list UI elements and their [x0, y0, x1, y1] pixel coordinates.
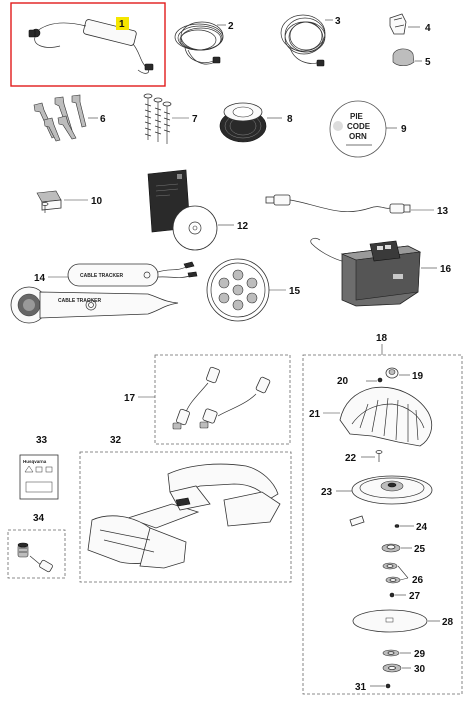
label-7: 7 [192, 114, 198, 125]
label-33: 33 [36, 435, 48, 446]
badge-text-2: CODE [347, 122, 371, 131]
label-1: 1 [119, 19, 125, 30]
tracker-brand-1: CABLE TRACKER [80, 273, 123, 279]
part-15-template[interactable]: 15 [206, 258, 301, 322]
peg-icon [33, 94, 87, 142]
tracker-brand-2: CABLE TRACKER [58, 298, 101, 304]
label-sheet-icon [19, 454, 59, 500]
coupler-icon [392, 48, 415, 67]
part-34-fastener[interactable]: 34 [7, 513, 66, 579]
label-5: 5 [425, 57, 431, 68]
highlight-frame [10, 2, 166, 87]
power-supply-icon [83, 19, 137, 46]
label-31: 31 [355, 682, 367, 693]
label-26: 26 [412, 575, 424, 586]
label-17: 17 [124, 393, 136, 404]
part-6-pegs[interactable]: 6 [33, 94, 106, 142]
body-cover-icon [87, 463, 281, 569]
label-19: 19 [412, 371, 424, 382]
part-1-power-supply[interactable]: 1 [10, 2, 166, 87]
label-4: 4 [425, 23, 431, 34]
part-10-bracket[interactable]: 10 [36, 190, 103, 213]
label-8: 8 [287, 114, 293, 125]
screw-icon [143, 93, 172, 144]
label-2: 2 [228, 21, 234, 32]
label-1-bg [116, 17, 129, 30]
part-4-connector[interactable]: 4 [389, 13, 431, 35]
part-17-cables[interactable]: 17 [124, 354, 291, 445]
part-3-boundary-wire[interactable]: 3 [280, 14, 341, 67]
label-15: 15 [289, 286, 301, 297]
charging-station-icon [310, 238, 422, 307]
label-29: 29 [414, 649, 426, 660]
connector-icon [389, 13, 407, 35]
label-20: 20 [337, 376, 349, 387]
label-12: 12 [237, 221, 249, 232]
label-22: 22 [345, 453, 357, 464]
label-27: 27 [409, 591, 421, 602]
part-8-wire-roll[interactable]: 8 [219, 102, 293, 143]
part-16-charging-station[interactable]: 16 [310, 238, 452, 307]
badge-text-1: PIE [350, 112, 364, 121]
cable-tracker-icon: CABLE TRACKER CABLE TRACKER [10, 261, 198, 324]
label-23: 23 [321, 487, 333, 498]
part-33-label-sheet[interactable]: 33 Husqvarna [19, 435, 59, 500]
part-7-screws[interactable]: 7 [143, 93, 198, 144]
label-9: 9 [401, 124, 407, 135]
group-frame-32 [79, 451, 292, 583]
part-12-disc[interactable]: 12 [172, 205, 249, 251]
part-18-blade-assembly[interactable]: 18 19 20 21 22 23 24 [302, 333, 463, 695]
usb-cable-icon [265, 194, 411, 214]
label-21: 21 [309, 409, 321, 420]
label-28: 28 [442, 617, 454, 628]
manual-brand: Husqvarna [23, 459, 47, 464]
part-32-body-covers[interactable]: 32 [79, 435, 292, 583]
label-30: 30 [414, 664, 426, 675]
badge-text-3: ORN [349, 132, 367, 141]
part-2-loop-wire[interactable]: 2 [174, 21, 234, 65]
wire-roll-icon [219, 102, 267, 143]
label-18: 18 [376, 333, 388, 344]
group-frame-18 [302, 354, 463, 695]
label-24: 24 [416, 522, 428, 533]
fastener-icon [17, 542, 53, 573]
label-3: 3 [335, 16, 341, 27]
label-16: 16 [440, 264, 452, 275]
label-13: 13 [437, 206, 449, 217]
wire-coil-icon [280, 14, 326, 67]
cable-connector-icon [172, 366, 271, 430]
part-5-coupler[interactable]: 5 [392, 48, 431, 68]
group-frame-34 [7, 529, 66, 579]
label-25: 25 [414, 544, 426, 555]
wire-coil-icon [174, 21, 224, 65]
label-10: 10 [91, 196, 103, 207]
label-34: 34 [33, 513, 45, 524]
part-14-cable-tracker[interactable]: CABLE TRACKER CABLE TRACKER 14 [10, 261, 198, 324]
group-frame-17 [154, 354, 291, 445]
badge-icon [329, 100, 387, 158]
part-9-badge[interactable]: PIE CODE ORN 9 [329, 100, 407, 158]
part-13-usb-cable[interactable]: 13 [265, 194, 449, 217]
label-14: 14 [34, 273, 46, 284]
label-32: 32 [110, 435, 122, 446]
label-6: 6 [100, 114, 106, 125]
